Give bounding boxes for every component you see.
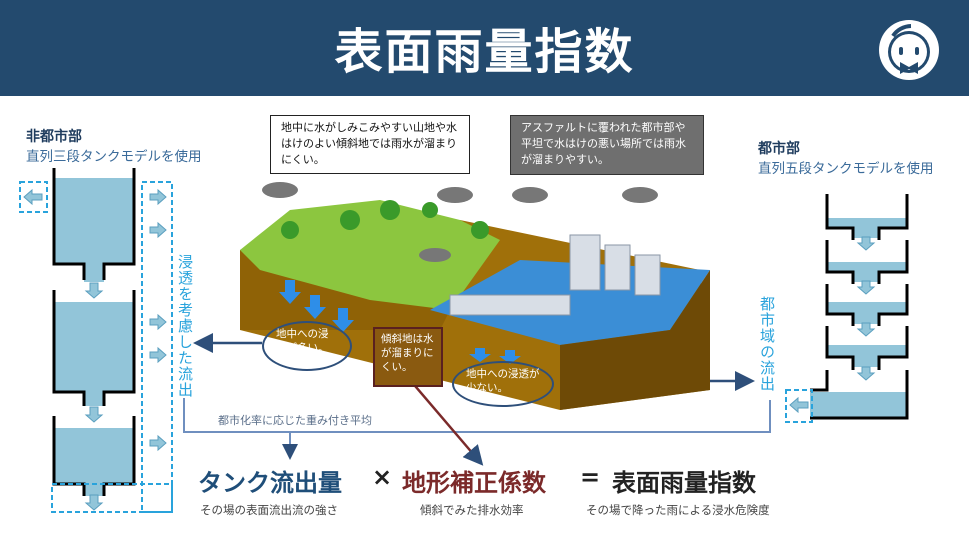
equals-sign: = <box>580 463 601 491</box>
mountain-note: 地中に水がしみこみやすい山地や水はけのよい傾斜地では雨水が溜まりにくい。 <box>270 115 470 174</box>
urban-outflow-label: 都市域の流出 <box>758 296 776 392</box>
infiltration-outflow-label: 浸透を考慮した流出 <box>176 254 194 398</box>
three-stage-tank <box>19 168 173 513</box>
slope-callout: 傾斜地は水が溜まりにくい。 <box>373 327 443 387</box>
non-urban-subtitle: 直列三段タンクモデルを使用 <box>26 149 202 165</box>
non-urban-title: 非都市部 <box>26 129 82 145</box>
terrain-coefficient-term: 地形補正係数 <box>402 469 546 497</box>
header-bar <box>0 0 969 96</box>
urban-title: 都市部 <box>758 141 800 157</box>
infiltration-high-callout: 地中への浸透が多い。 <box>262 321 352 371</box>
five-stage-tank <box>785 194 909 423</box>
page-title: 表面雨量指数 <box>334 24 635 80</box>
mascot-logo-icon <box>873 12 945 84</box>
times-sign: × <box>372 463 393 491</box>
terrain-coefficient-desc: 傾斜でみた排水効率 <box>420 503 524 517</box>
urban-subtitle: 直列五段タンクモデルを使用 <box>758 161 934 177</box>
surface-rainfall-index-term: 表面雨量指数 <box>612 469 756 497</box>
infiltration-low-callout: 地中への浸透が少ない。 <box>452 361 554 407</box>
urban-note: アスファルトに覆われた都市部や平坦で水はけの悪い場所では雨水が溜まりやすい。 <box>510 115 704 175</box>
tank-outflow-term: タンク流出量 <box>198 469 342 497</box>
tank-outflow-desc: その場の表面流出流の強さ <box>200 503 338 517</box>
surface-rainfall-index-desc: その場で降った雨による浸水危険度 <box>586 503 770 517</box>
weighted-average-label: 都市化率に応じた重み付き平均 <box>218 414 372 427</box>
landscape-illustration <box>240 182 710 410</box>
